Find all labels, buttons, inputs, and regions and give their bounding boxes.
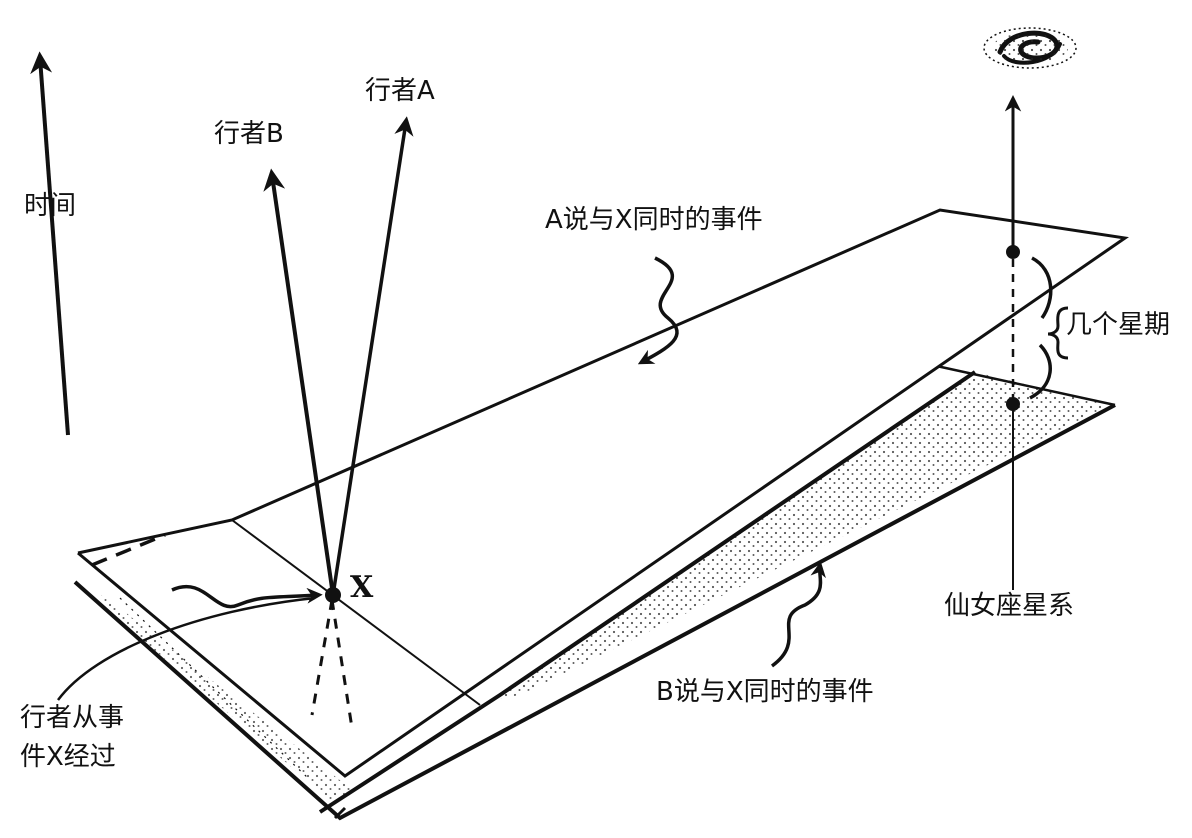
passes-caption-line2: 件X经过 [20, 742, 116, 772]
weeks-brace-outer [1031, 256, 1053, 320]
spiral-galaxy-icon [983, 27, 1077, 69]
weeks-label: 几个星期 [1066, 310, 1170, 340]
b-squiggle-pointer [770, 561, 826, 668]
a-squiggle-pointer [637, 256, 679, 365]
time-axis-arrow [30, 51, 70, 436]
weeks-curly-brace [1047, 306, 1069, 360]
b-plane-front-edge [318, 370, 977, 814]
time-axis-label: 时间 [24, 191, 76, 221]
b-simultaneity-label: B说与X同时的事件 [656, 677, 874, 707]
passes-caption-line1: 行者从事 [20, 703, 124, 733]
event-x-point [325, 587, 341, 603]
squiggle-arrow-to-x [171, 584, 323, 609]
passes-leader-line [56, 596, 316, 701]
andromeda-event-a [1006, 245, 1020, 259]
event-x-label: X [350, 570, 374, 605]
observer-b-label: 行者B [214, 119, 284, 149]
weeks-brace-inner [1029, 343, 1052, 400]
observer-a-worldline [331, 116, 414, 596]
a-simultaneity-plane [77, 208, 1129, 778]
observer-b-worldline [263, 168, 335, 596]
observer-a-label: 行者A [365, 76, 435, 106]
andromeda-label: 仙女座星系 [944, 591, 1074, 621]
andromeda-event-b [1006, 397, 1020, 411]
light-cone-dashes [310, 599, 354, 729]
a-simultaneity-label: A说与X同时的事件 [545, 205, 763, 235]
